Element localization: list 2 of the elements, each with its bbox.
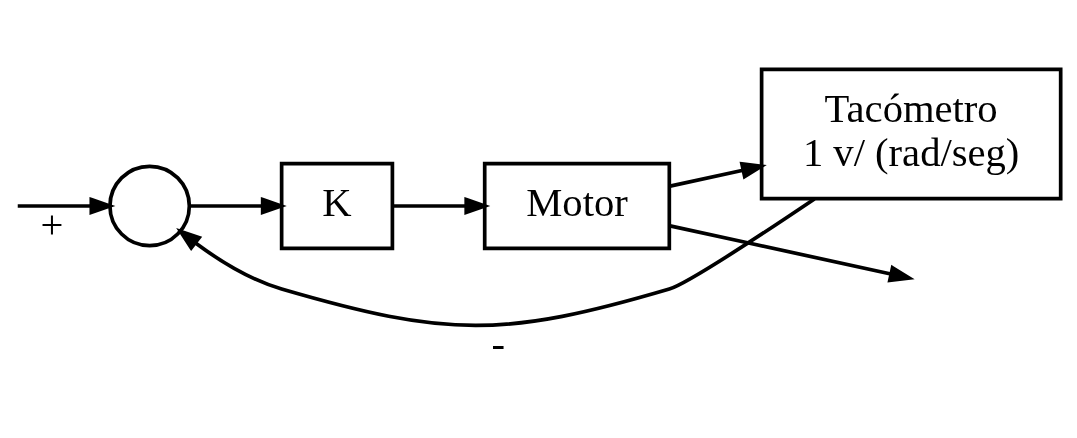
edge-label: +	[40, 202, 64, 248]
edge-label: -	[491, 320, 506, 366]
